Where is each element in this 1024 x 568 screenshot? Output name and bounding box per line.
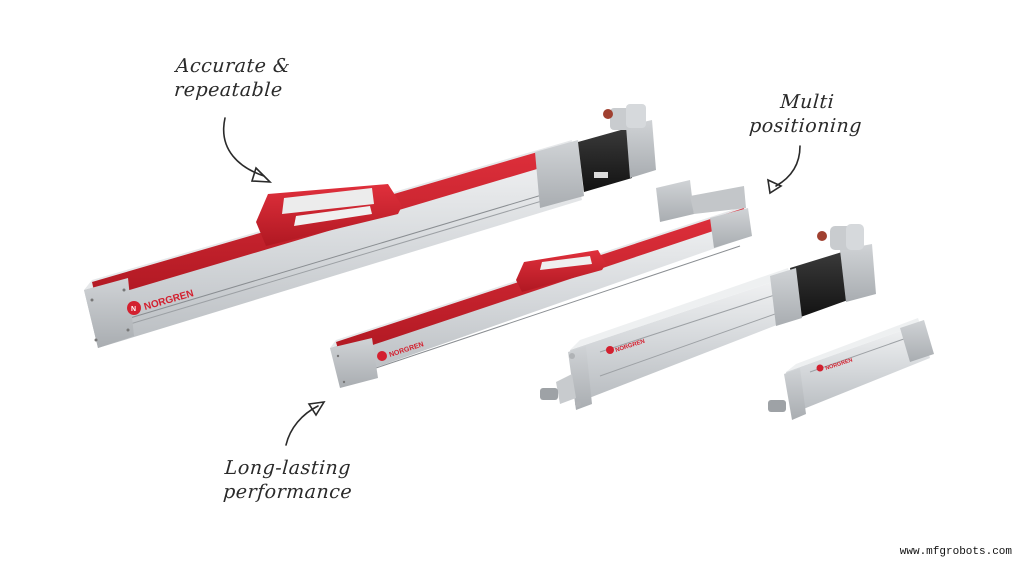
electric-rod-actuator-large: NORGREN bbox=[540, 224, 876, 410]
norgren-logo-icon bbox=[606, 346, 614, 354]
annotation-multi-positioning: Multi positioning bbox=[748, 91, 863, 137]
arrow-multi-icon bbox=[775, 145, 801, 187]
norgren-logo-icon bbox=[377, 351, 387, 361]
annotation-long-lasting: Long-lasting performance bbox=[222, 457, 353, 503]
norgren-logo-icon bbox=[816, 364, 824, 372]
arrow-long-icon bbox=[285, 405, 319, 446]
arrowhead-long-icon bbox=[307, 400, 326, 417]
svg-text:N: N bbox=[131, 306, 136, 313]
arrow-accurate-icon bbox=[222, 117, 265, 177]
electric-rod-actuator-small: NORGREN bbox=[768, 318, 934, 420]
small-linear-actuator: NORGREN bbox=[330, 180, 752, 388]
arrowhead-multi-icon bbox=[766, 178, 783, 195]
arrowhead-accurate-icon bbox=[250, 166, 273, 183]
annotation-arrows bbox=[222, 117, 801, 446]
annotation-accurate-repeatable: Accurate & repeatable bbox=[173, 55, 292, 101]
large-linear-actuator: N NORGREN bbox=[84, 104, 656, 348]
watermark: www.mfgrobots.com bbox=[899, 546, 1012, 558]
norgren-logo-icon bbox=[127, 301, 141, 315]
